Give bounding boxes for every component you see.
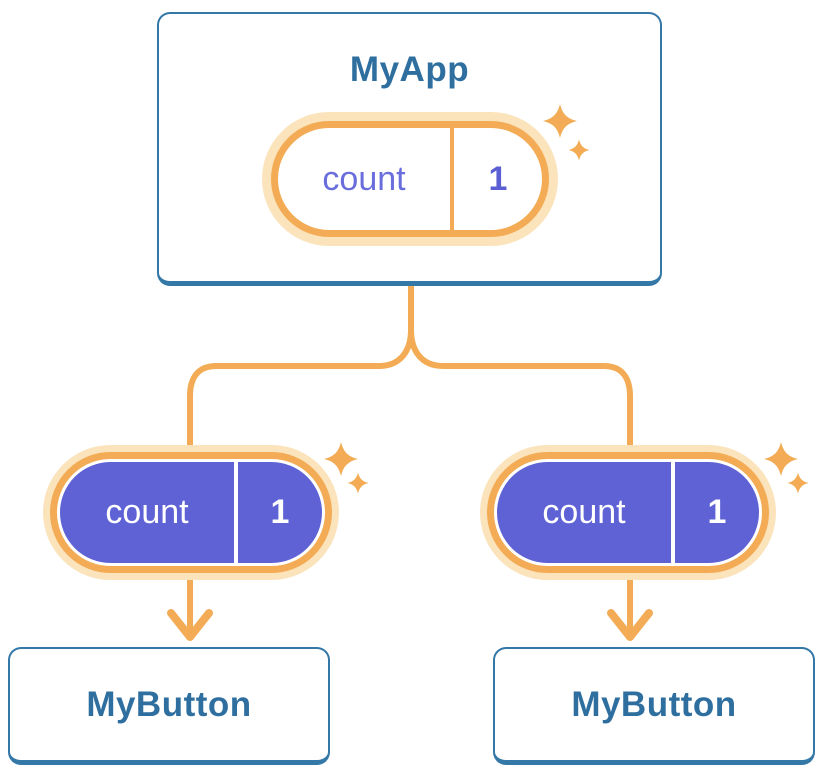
left-child-component-card: MyButton xyxy=(8,647,330,765)
arrow-down-icon xyxy=(607,609,653,641)
child-card-title: MyButton xyxy=(86,684,252,724)
prop-pill-body: count 1 xyxy=(60,462,322,563)
prop-name-label: count xyxy=(105,493,189,531)
left-prop-pill: count 1 xyxy=(43,445,339,580)
prop-value-label: 1 xyxy=(707,493,727,531)
prop-pill-ring: count 1 xyxy=(50,452,332,573)
pill-divider xyxy=(450,128,454,230)
prop-value-label: 1 xyxy=(270,493,290,531)
prop-pill-body: count 1 xyxy=(497,462,759,563)
root-card-title: MyApp xyxy=(349,50,470,89)
right-child-component-card: MyButton xyxy=(493,647,815,765)
right-prop-pill: count 1 xyxy=(480,445,776,580)
state-name-label: count xyxy=(322,159,406,198)
state-value-label: 1 xyxy=(488,159,508,198)
child-card-title: MyButton xyxy=(571,684,737,724)
prop-pill-ring: count 1 xyxy=(487,452,769,573)
prop-name-label: count xyxy=(542,493,626,531)
pill-divider xyxy=(671,462,675,563)
root-state-pill: count 1 xyxy=(262,112,558,246)
state-pill-ring: count 1 xyxy=(271,121,549,237)
arrow-down-icon xyxy=(167,609,213,641)
